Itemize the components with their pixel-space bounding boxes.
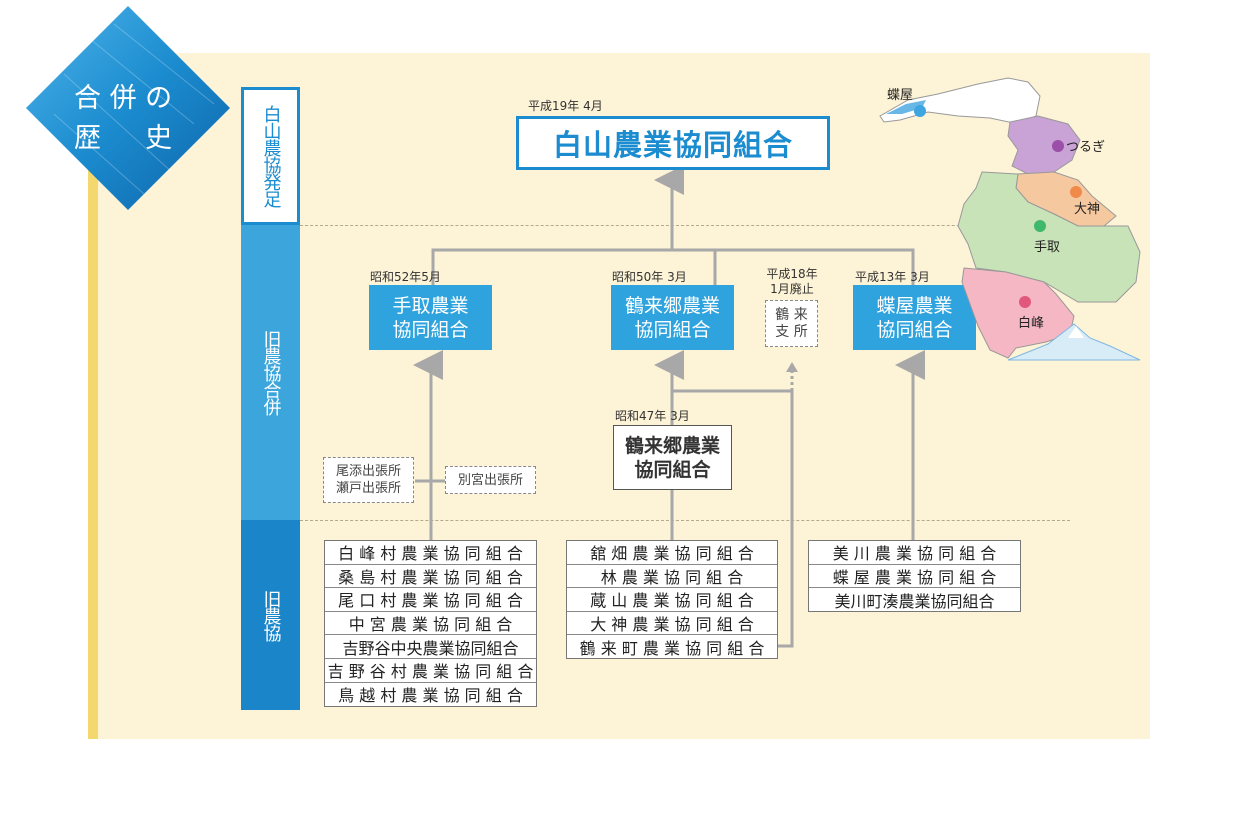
table-row: 蝶 屋 農 業 協 同 組 合	[809, 565, 1020, 589]
stage-merger-label: 旧農協合併	[260, 330, 282, 415]
map-label-ogami: 大神	[1074, 202, 1101, 217]
badge-title-line1: 合 併 の	[74, 83, 173, 114]
history-badge-diamond	[26, 6, 230, 210]
badge-title-line2: 歴 史	[74, 123, 173, 154]
stage-founded: 白山農協発足	[241, 87, 300, 225]
tsurugigo-coop-box: 鶴来郷農業 協同組合	[611, 285, 734, 350]
left-coop-list: 白 峰 村 農 業 協 同 組 合 桑 島 村 農 業 協 同 組 合 尾 口 …	[324, 540, 537, 707]
tsurugi-date: 昭和50年 3月	[612, 270, 687, 284]
stage-former: 旧農協	[241, 520, 300, 710]
tsurugi-branch-line2: 支 所	[775, 323, 808, 340]
tsurugi-branch-date: 平成18年 1月廃止	[765, 267, 819, 297]
map-label-tedori: 手取	[1034, 240, 1061, 255]
table-row: 白 峰 村 農 業 協 同 組 合	[325, 541, 536, 565]
hakusan-date: 平成19年 4月	[528, 99, 603, 113]
table-row: 林 農 業 協 同 組 合	[567, 565, 777, 589]
table-row: 鶴 来 町 農 業 協 同 組 合	[579, 639, 765, 659]
oso-seto-branch-box: 尾添出張所 瀬戸出張所	[323, 457, 414, 503]
choya-date: 平成13年 3月	[855, 270, 930, 284]
oso-branch-label: 尾添出張所	[335, 464, 401, 479]
tedori-line2: 協同組合	[392, 318, 469, 341]
tsurugi-branch-date-line1: 平成18年	[766, 267, 818, 281]
choya-line2: 協同組合	[876, 318, 953, 341]
center-coop-list: 舘 畑 農 業 協 同 組 合 林 農 業 協 同 組 合 蔵 山 農 業 協 …	[566, 540, 778, 659]
tsurugigo-line1: 鶴来郷農業	[624, 294, 720, 317]
betsugu-branch-box: 別宮出張所	[445, 466, 536, 494]
map-label-shiramine: 白峰	[1018, 316, 1045, 331]
table-row: 美川町湊農業協同組合	[834, 591, 995, 611]
tedori-date: 昭和52年5月	[370, 270, 441, 284]
table-row: 鳥 越 村 農 業 協 同 組 合	[338, 686, 523, 706]
map-label-choya: 蝶屋	[887, 88, 914, 103]
table-row: 桑 島 村 農 業 協 同 組 合	[325, 565, 536, 589]
tsurugi-branch-date-line2: 1月廃止	[770, 282, 814, 296]
table-row: 吉 野 谷 村 農 業 協 同 組 合	[325, 659, 536, 683]
table-row: 蔵 山 農 業 協 同 組 合	[567, 588, 777, 612]
tedori-line1: 手取農業	[392, 294, 469, 317]
tsurugigo47-line1: 鶴来郷農業	[624, 434, 720, 457]
tsurugi-branch-box: 鶴 来 支 所	[765, 300, 818, 347]
choya-line1: 蝶屋農業	[876, 294, 953, 317]
tsurugigo47-coop-box: 鶴来郷農業 協同組合	[613, 425, 732, 490]
stage-divider-1	[300, 225, 1070, 226]
stage-former-label: 旧農協	[260, 589, 282, 641]
tsurugi-branch-line1: 鶴 来	[775, 306, 808, 323]
table-row: 中 宮 農 業 協 同 組 合	[325, 612, 536, 636]
tsurugigo-line2: 協同組合	[634, 318, 711, 341]
table-row: 吉野谷中央農業協同組合	[325, 635, 536, 659]
table-row: 美 川 農 業 協 同 組 合	[809, 541, 1020, 565]
table-row: 舘 畑 農 業 協 同 組 合	[567, 541, 777, 565]
stage-founded-label: 白山農協発足	[260, 105, 282, 207]
seto-branch-label: 瀬戸出張所	[335, 481, 401, 496]
choya-coop-box: 蝶屋農業 協同組合	[853, 285, 976, 350]
right-coop-list: 美 川 農 業 協 同 組 合 蝶 屋 農 業 協 同 組 合 美川町湊農業協同…	[808, 540, 1021, 612]
betsugu-branch-label: 別宮出張所	[457, 472, 523, 488]
map-label-tsurugi: つるぎ	[1066, 140, 1106, 155]
hakusan-coop-name: 白山農業協同組合	[552, 128, 793, 162]
panel-edge-stripe	[88, 53, 98, 739]
table-row: 大 神 農 業 協 同 組 合	[567, 612, 777, 636]
stage-divider-2	[300, 520, 1070, 521]
stage-merger: 旧農協合併	[241, 225, 300, 520]
region-map	[879, 77, 1141, 361]
tedori-coop-box: 手取農業 協同組合	[369, 285, 492, 350]
tsurugi47-date: 昭和47年 3月	[615, 409, 690, 423]
table-row: 尾 口 村 農 業 協 同 組 合	[325, 588, 536, 612]
hakusan-coop-box: 白山農業協同組合	[516, 116, 830, 170]
tsurugigo47-line2: 協同組合	[634, 458, 711, 481]
